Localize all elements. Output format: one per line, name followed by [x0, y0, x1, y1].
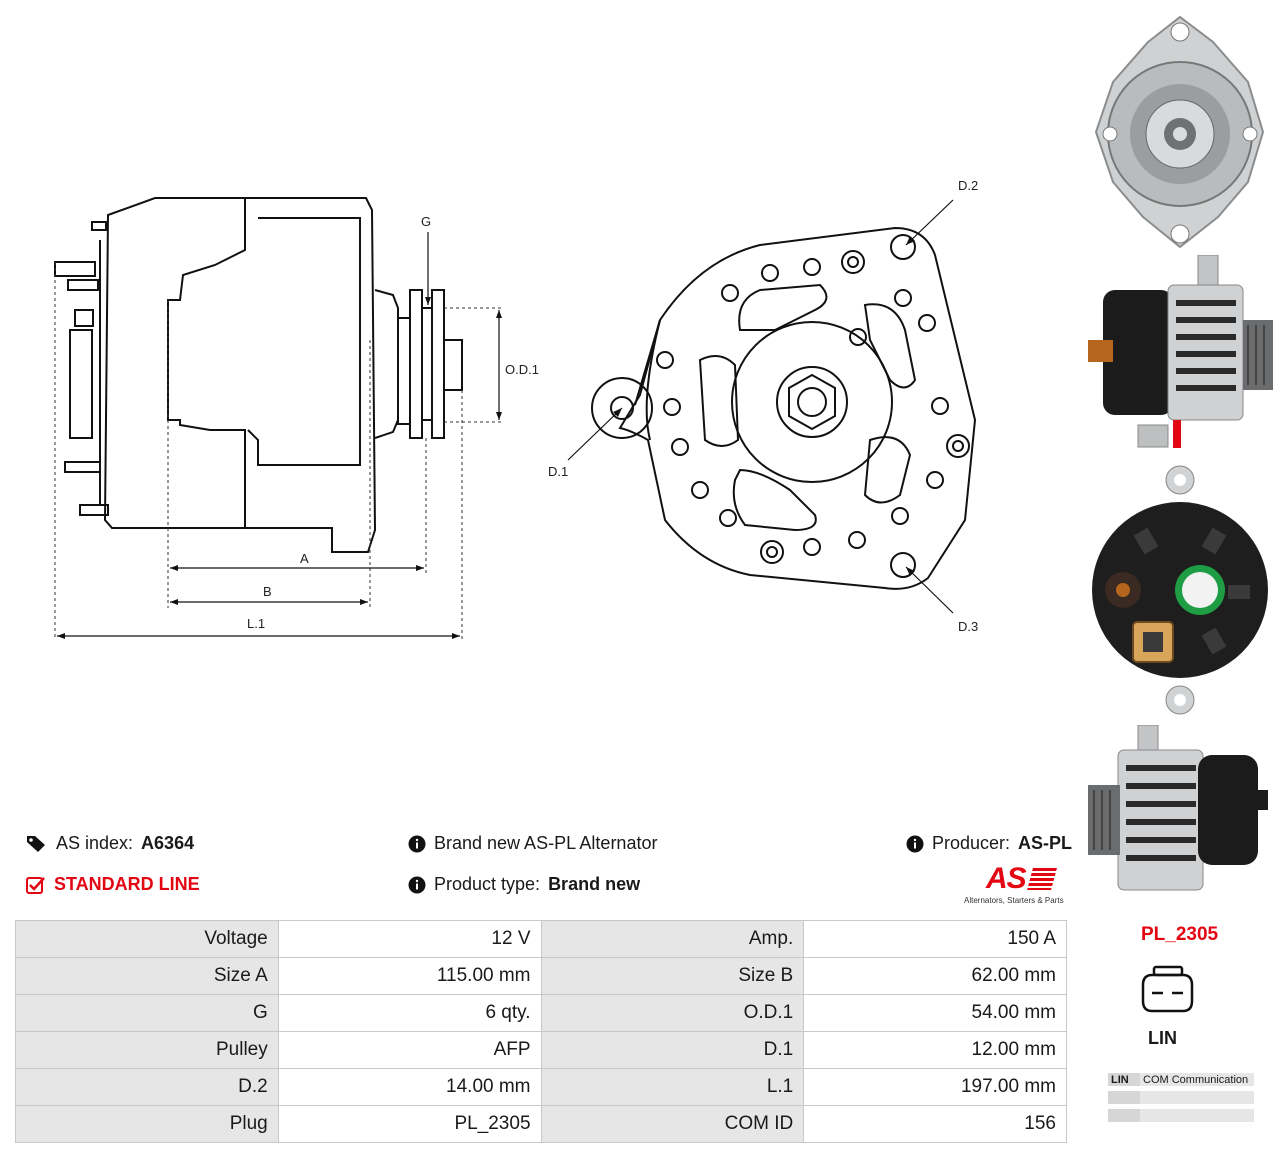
side-view-drawing: G O.D.1 A B L.1	[54, 197, 539, 640]
info-icon	[408, 835, 426, 852]
logo-text: AS	[986, 862, 1027, 895]
spec-key: D.1	[540, 1031, 805, 1069]
tags-icon	[27, 835, 45, 852]
spec-value: 150 A	[803, 920, 1067, 958]
label-a: A	[300, 551, 309, 566]
standard-line-label: STANDARD LINE	[54, 874, 200, 894]
spec-value: 62.00 mm	[803, 957, 1067, 995]
brand-info: Brand new AS-PL Alternator	[408, 833, 657, 854]
product-type: Product type: Brand new	[408, 874, 640, 895]
spec-value: 14.00 mm	[277, 1068, 542, 1106]
producer-value: AS-PL	[1018, 833, 1073, 853]
pin-desc	[1140, 1109, 1254, 1122]
producer-label: Producer:	[932, 833, 1011, 853]
spec-value: PL_2305	[277, 1105, 542, 1143]
pin-id	[1108, 1091, 1140, 1104]
as-index: AS index: A6364	[26, 833, 194, 854]
pin-id: LIN	[1108, 1073, 1140, 1086]
producer: Producer: AS-PL	[906, 833, 1072, 854]
pin-desc: COM Communication	[1140, 1073, 1254, 1086]
brand-text: Brand new AS-PL Alternator	[434, 833, 658, 853]
check-square-icon	[26, 876, 45, 894]
photo-rear	[1092, 465, 1268, 715]
plug-code: PL_2305	[1141, 924, 1219, 945]
spec-value: 156	[803, 1105, 1067, 1143]
spec-key: Voltage	[15, 920, 279, 958]
label-d2: D.2	[958, 178, 978, 193]
spec-key: Size B	[540, 957, 805, 995]
photo-side-left	[1088, 725, 1268, 891]
product-type-value: Brand new	[548, 874, 641, 894]
spec-value: 197.00 mm	[803, 1068, 1067, 1106]
label-d1: D.1	[548, 464, 568, 479]
standard-line: STANDARD LINE	[26, 874, 200, 895]
spec-key: O.D.1	[540, 994, 805, 1032]
spec-key: G	[15, 994, 279, 1032]
info-icon	[906, 835, 924, 852]
spec-key: L.1	[540, 1068, 805, 1106]
pin-row	[1108, 1109, 1254, 1122]
logo-mark: AS	[986, 862, 1027, 896]
as-pl-logo: AS Alternators, Starters & Parts	[962, 862, 1068, 908]
spec-value: 115.00 mm	[277, 957, 542, 995]
front-view-drawing: D.1 D.2 D.3	[548, 178, 978, 634]
spec-value: 54.00 mm	[803, 994, 1067, 1032]
spec-key: Plug	[15, 1105, 279, 1143]
photo-front	[1094, 15, 1265, 249]
label-l1: L.1	[247, 616, 265, 631]
label-od1: O.D.1	[505, 362, 539, 377]
label-b: B	[263, 584, 272, 599]
pin-row	[1108, 1091, 1254, 1104]
spec-key: D.2	[15, 1068, 279, 1106]
pin-desc	[1140, 1091, 1254, 1104]
pin-id	[1108, 1109, 1140, 1122]
label-g: G	[421, 214, 431, 229]
spec-key: Pulley	[15, 1031, 279, 1069]
spec-value: 12 V	[277, 920, 542, 958]
spec-value: 6 qty.	[277, 994, 542, 1032]
product-type-label: Product type:	[434, 874, 541, 894]
plug-type-label: LIN	[1148, 1028, 1177, 1048]
logo-stripes	[1027, 868, 1057, 890]
photo-side-right	[1088, 255, 1273, 448]
spec-value: 12.00 mm	[803, 1031, 1067, 1069]
as-index-label: AS index:	[56, 833, 134, 853]
spec-key: Amp.	[540, 920, 805, 958]
spec-value: AFP	[277, 1031, 542, 1069]
spec-key: COM ID	[540, 1105, 805, 1143]
as-index-value: A6364	[141, 833, 195, 853]
logo-tagline: Alternators, Starters & Parts	[964, 896, 1064, 905]
info-icon	[408, 876, 426, 893]
spec-key: Size A	[15, 957, 279, 995]
label-d3: D.3	[958, 619, 978, 634]
plug-connector-icon	[1141, 965, 1194, 1013]
